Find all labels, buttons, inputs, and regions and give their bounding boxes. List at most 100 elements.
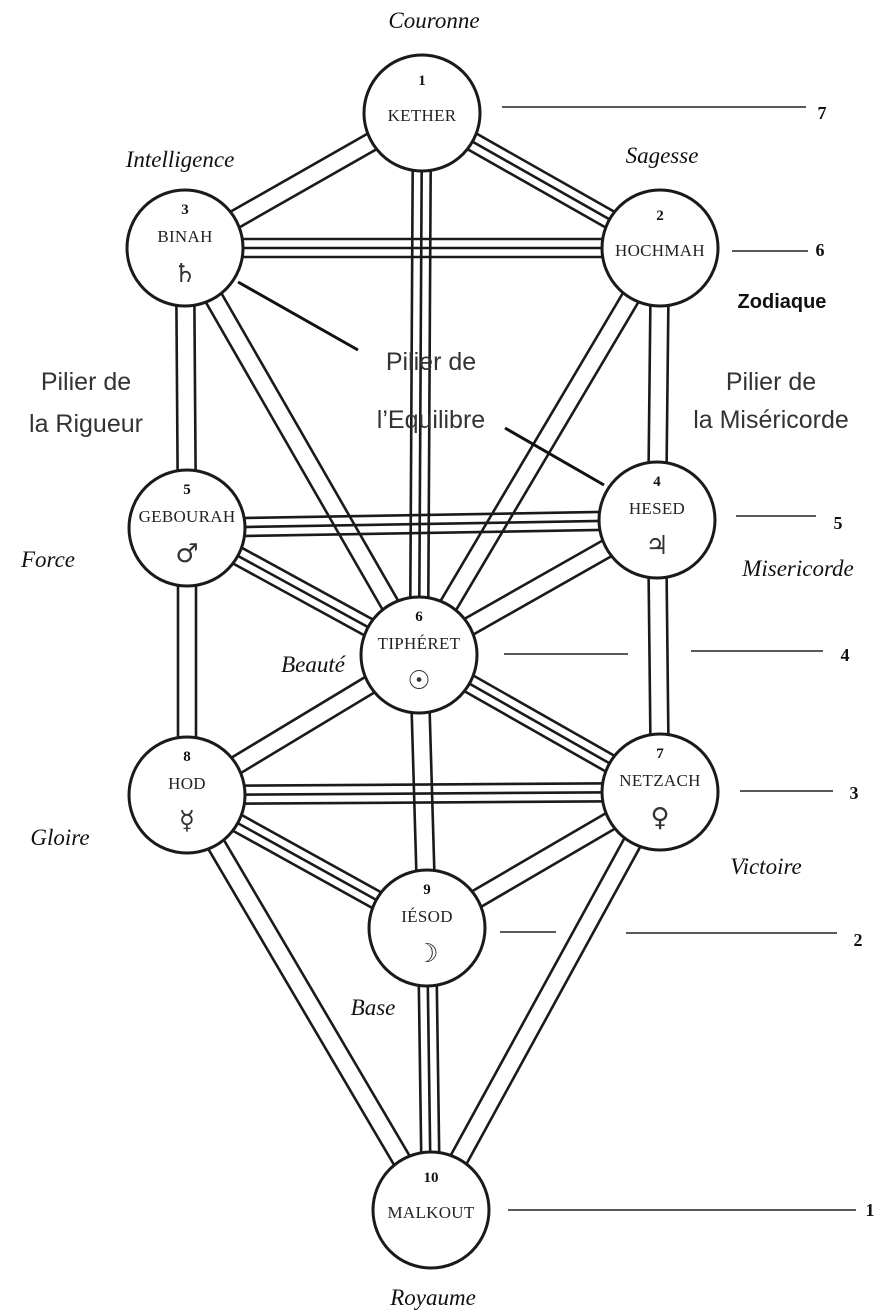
- level-number-6: 6: [816, 240, 825, 260]
- sphere-number: 10: [424, 1170, 439, 1186]
- pillar-label-line: Pilier de: [386, 348, 476, 376]
- attribute-malkout: Royaume: [389, 1285, 476, 1310]
- pointer-to-binah: [237, 280, 359, 352]
- path-rail: [191, 242, 428, 652]
- path-hod-malkout: [178, 789, 440, 1216]
- pillar-label-equilibrium: Pilier de l’Equilibre: [377, 348, 485, 434]
- attribute-hod: Gloire: [30, 825, 89, 850]
- path-kether-tiphereth: [408, 112, 433, 656]
- level-number-2: 2: [854, 930, 863, 950]
- level-number-5: 5: [834, 513, 843, 533]
- sphere-number: 5: [183, 482, 191, 498]
- pillar-label-line: la Miséricorde: [693, 406, 849, 434]
- planet-gebourah-icon: ♂: [175, 539, 198, 569]
- sphere-number: 2: [656, 208, 664, 224]
- sphere-name: NETZACH: [619, 771, 700, 790]
- sphere-name: HOD: [168, 774, 206, 793]
- sphere-number: 8: [183, 749, 191, 765]
- planet-tiphereth-icon: ☉: [407, 666, 430, 696]
- sphere-number: 1: [418, 73, 426, 89]
- path-netzach-malkout: [421, 787, 670, 1215]
- path-rail: [193, 789, 440, 1207]
- path-rail: [186, 781, 660, 788]
- path-rail: [426, 113, 433, 656]
- path-middle-line: [186, 790, 661, 797]
- planet-binah-icon: ♄: [173, 259, 196, 289]
- path-rail: [187, 527, 658, 539]
- attribute-gebourah: Force: [20, 547, 75, 572]
- sphere-circle: [600, 188, 720, 308]
- path-rail: [178, 798, 425, 1216]
- planet-iesod-icon: ☽: [415, 939, 438, 969]
- sphere-number: 9: [423, 882, 431, 898]
- sphere-circle: [600, 732, 720, 852]
- sphere-name: GEBOURAH: [139, 507, 236, 526]
- sphere-name: HESED: [629, 499, 685, 518]
- planet-hesed-icon: ♃: [645, 531, 668, 561]
- sphere-circle: [127, 468, 247, 588]
- attribute-netzach: Victoire: [730, 854, 802, 879]
- path-rail: [187, 799, 661, 806]
- attribute-iesod: Base: [351, 995, 396, 1020]
- pointer-to-hesed: [504, 426, 605, 487]
- pillar-label-severity: Pilier de la Rigueur: [29, 368, 143, 438]
- sphere-name: MALKOUT: [387, 1203, 474, 1222]
- sphere-name: IÉSOD: [401, 907, 453, 926]
- attribute-kether: Couronne: [388, 8, 479, 33]
- pillar-label-mercy: Pilier de la Miséricorde: [693, 368, 849, 434]
- sphere-circle: [597, 460, 717, 580]
- level-number-1: 1: [866, 1200, 875, 1220]
- path-rail: [437, 795, 670, 1215]
- pillar-label-line: Pilier de: [41, 368, 131, 396]
- path-binah-tiphereth: [176, 242, 428, 661]
- attribute-tiphereth: Beauté: [281, 652, 347, 677]
- zodiac-label: Zodiaque: [738, 291, 827, 313]
- sphere-number: 4: [653, 474, 661, 490]
- attribute-hochmah: Sagesse: [626, 143, 699, 168]
- level-number-4: 4: [841, 645, 850, 665]
- sphere-name: HOCHMAH: [615, 241, 705, 260]
- path-rail: [410, 242, 654, 652]
- labels-layer: CouronneSagesseIntelligenceMisericordeFo…: [20, 8, 854, 1310]
- sphere-number: 7: [656, 746, 664, 762]
- pillar-label-line: l’Equilibre: [377, 406, 485, 434]
- path-middle-line: [417, 112, 424, 656]
- sphere-number: 6: [415, 609, 423, 625]
- pillar-pointers: [237, 280, 605, 487]
- sphere-name: BINAH: [157, 227, 212, 246]
- sphere-name: KETHER: [388, 106, 457, 125]
- path-rail: [176, 251, 413, 661]
- path-gebourah-hesed: [186, 509, 658, 539]
- path-hod-netzach: [186, 781, 661, 806]
- path-rail: [186, 509, 657, 521]
- pillar-label-line: Pilier de: [726, 368, 816, 396]
- path-rail: [425, 251, 669, 661]
- sphere-number: 3: [181, 202, 189, 218]
- path-rail: [408, 112, 415, 655]
- sphere-circle: [367, 868, 487, 988]
- sphere-circle: [359, 595, 479, 715]
- path-middle-line: [186, 518, 658, 530]
- pillar-label-line: la Rigueur: [29, 410, 143, 438]
- sphere-circle: [362, 53, 482, 173]
- level-number-7: 7: [818, 103, 827, 123]
- path-hochmah-tiphereth: [410, 242, 669, 661]
- level-rules: 7 6 5 4 3 2 1: [500, 103, 875, 1220]
- path-binah-hochmah: [185, 237, 660, 259]
- path-rail: [421, 787, 654, 1207]
- level-number-3: 3: [850, 783, 859, 803]
- sphere-circle: [125, 188, 245, 308]
- attribute-binah: Intelligence: [125, 147, 235, 172]
